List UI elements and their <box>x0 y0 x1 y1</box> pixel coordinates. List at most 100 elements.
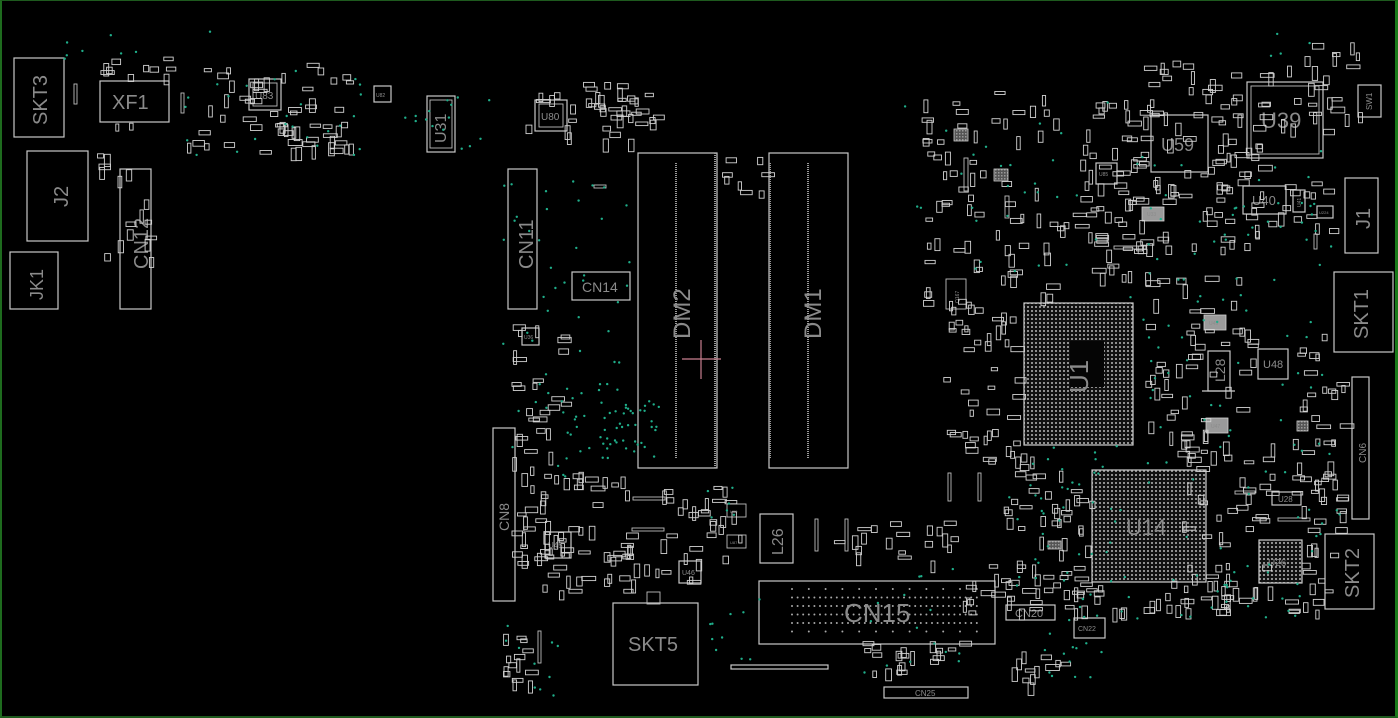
smd-pad <box>1143 65 1158 71</box>
cn15-connector[interactable]: CN15 <box>758 580 996 645</box>
smd-pad <box>528 417 540 422</box>
l28-inductor[interactable]: L28 <box>1202 350 1235 392</box>
u31-chip[interactable]: U31 <box>426 95 456 153</box>
via <box>1308 41 1311 45</box>
u48-chip[interactable]: U48 <box>1257 348 1289 380</box>
skt3-socket[interactable]: SKT3 <box>13 57 65 138</box>
smd-pad <box>1140 135 1154 142</box>
skt5-socket[interactable]: SKT5 <box>612 591 699 686</box>
smd-pad <box>342 74 352 81</box>
smd-pad <box>1236 504 1249 511</box>
via <box>1066 571 1069 574</box>
dm1-dimm-slot[interactable]: DM1 <box>768 152 849 469</box>
l26-inductor[interactable]: L26 <box>759 513 794 564</box>
smd-pad <box>1046 293 1054 303</box>
smd-pad <box>870 525 878 533</box>
smd-pad <box>1145 272 1152 286</box>
u47-chip[interactable]: U47 <box>1205 417 1229 434</box>
via <box>1266 571 1270 574</box>
smd-pad <box>530 466 535 476</box>
smd-pad <box>1197 494 1205 505</box>
jk1-jack[interactable]: JK1 <box>9 251 59 310</box>
smd-pad <box>1040 292 1047 307</box>
u26-label: U26 <box>1268 558 1287 569</box>
smd-pad <box>1307 392 1317 398</box>
smd-pad <box>1076 591 1085 599</box>
via <box>1216 320 1219 324</box>
smd-pad <box>620 542 634 548</box>
smd-pad <box>1321 477 1330 482</box>
u87-chip[interactable]: U87 <box>726 534 747 549</box>
smd-pad <box>1143 607 1155 614</box>
via <box>119 52 123 55</box>
smd-pad <box>513 350 518 365</box>
smd-pad <box>872 652 883 658</box>
via <box>1136 162 1139 165</box>
cn12-connector[interactable]: CN12 <box>119 168 153 310</box>
via <box>958 652 961 655</box>
smd-pad <box>1004 201 1016 208</box>
xf1-fuse[interactable]: XF1 <box>99 80 170 123</box>
u46-chip[interactable]: U46 <box>678 560 702 584</box>
smd-pad <box>609 131 621 139</box>
cn25-connector[interactable]: CN25 <box>883 686 969 699</box>
smd-pad <box>1217 145 1224 154</box>
cn15-pin <box>953 596 956 599</box>
smd-pad <box>1160 62 1165 75</box>
via <box>1167 324 1170 327</box>
u28-chip[interactable]: U28 <box>1271 491 1302 506</box>
smd-pad <box>1116 170 1131 176</box>
via <box>235 150 239 153</box>
smd-pad <box>1037 130 1044 143</box>
skt2-socket[interactable]: SKT2 <box>1324 533 1375 610</box>
dm2-dimm-slot[interactable]: DM2 <box>637 152 718 469</box>
smd-pad <box>1059 549 1064 562</box>
j1-connector[interactable]: J1 <box>1344 177 1379 254</box>
smd-pad <box>1323 440 1336 446</box>
j2-connector[interactable]: J2 <box>26 150 89 242</box>
smd-pad <box>1078 525 1084 535</box>
smd-pad <box>1315 438 1321 447</box>
via <box>511 445 514 449</box>
u26-bga[interactable]: U26 <box>1258 539 1303 584</box>
smd-pad <box>1205 574 1219 579</box>
u224-chip[interactable]: U224 <box>1316 205 1334 219</box>
cn15-pin <box>858 613 861 616</box>
smd-pad <box>991 118 1001 124</box>
via <box>502 238 505 241</box>
u82-chip[interactable]: U82 <box>373 85 392 103</box>
smd-pad <box>1196 466 1211 472</box>
smd-pad <box>942 533 949 548</box>
u49-chip[interactable]: U49 <box>1203 314 1227 331</box>
cn11-connector[interactable]: CN11 <box>507 168 538 310</box>
u41-chip[interactable]: U41 <box>1292 189 1306 213</box>
smd-pad <box>1157 236 1170 242</box>
cn15-pin <box>791 605 793 607</box>
smd-pad <box>1230 154 1237 168</box>
cn22-connector[interactable]: CN22 <box>1073 617 1106 639</box>
u1-cpu-bga[interactable]: U1 <box>1023 302 1134 446</box>
u80-chip[interactable]: U80 <box>534 99 568 132</box>
smd-pad <box>1088 169 1094 185</box>
via <box>957 660 960 663</box>
via <box>1062 652 1066 655</box>
u83-chip[interactable]: U83 <box>248 78 282 111</box>
via <box>1065 263 1068 266</box>
u47-label: U47 <box>1211 424 1220 430</box>
via <box>552 694 555 697</box>
cn14-connector[interactable]: CN14 <box>571 271 631 301</box>
smd-pad <box>527 680 533 694</box>
smd-pad <box>695 558 703 572</box>
cn8-connector[interactable]: CN8 <box>492 427 516 602</box>
smd-pad <box>1016 136 1021 151</box>
u33-chip[interactable]: U33 <box>1141 206 1165 222</box>
via <box>602 442 605 445</box>
u40-chip[interactable]: U40 <box>1242 185 1287 215</box>
skt1-socket[interactable]: SKT1 <box>1333 271 1394 353</box>
u14-gpu-bga[interactable]: U14 <box>1091 469 1207 583</box>
sw1-switch[interactable]: SW1 <box>1357 84 1382 118</box>
cn6-connector[interactable]: CN6 <box>1351 376 1370 520</box>
smd-pad <box>1019 464 1030 472</box>
